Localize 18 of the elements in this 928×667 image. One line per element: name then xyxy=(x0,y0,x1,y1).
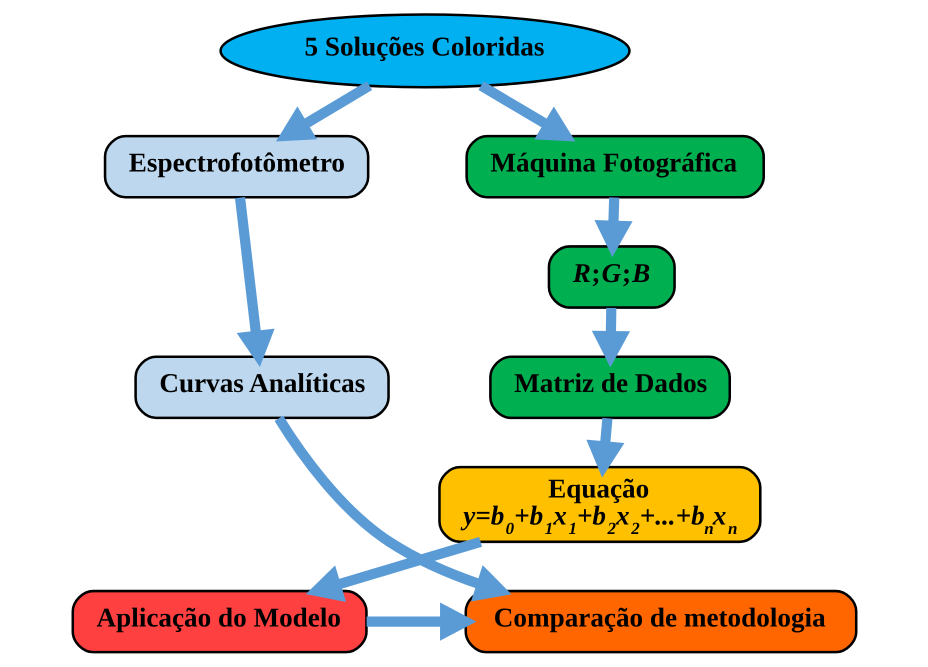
arrow xyxy=(591,308,630,368)
node-ellipse: 5 Soluções Coloridas xyxy=(218,13,630,89)
arrow xyxy=(366,602,476,641)
node-box: Matriz de Dados xyxy=(488,356,731,420)
node-box: Equação y=b$_{0}$+b$_{1}$x$_{1}$+b$_{2}$x$_{2}$+...+b$_{n}$x$_{n}$ xyxy=(438,466,762,544)
node-box: Curvas Analíticas xyxy=(134,356,390,420)
node-box: Máquina Fotográfica xyxy=(464,134,764,198)
arrow xyxy=(234,197,274,367)
arrow xyxy=(478,81,575,142)
node-box: Espectrofotômetro xyxy=(103,134,369,198)
arrow xyxy=(274,416,512,602)
arrow xyxy=(275,81,372,142)
arrow xyxy=(586,418,624,478)
node-box: Aplicação do Modelo xyxy=(71,590,368,654)
node-box: Comparação de metodologia xyxy=(464,590,857,654)
arrow xyxy=(305,536,482,602)
node-box: R;G;B xyxy=(547,245,676,309)
arrow xyxy=(594,197,632,258)
